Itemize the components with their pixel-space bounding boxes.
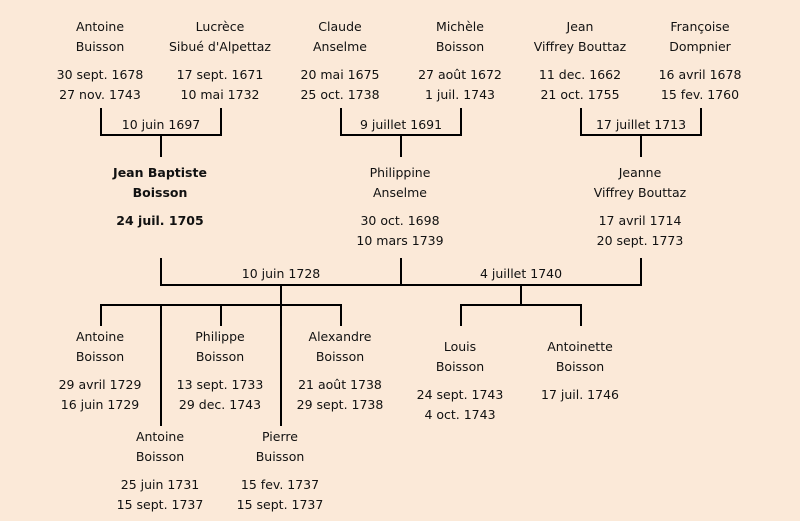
last-name: Viffrey Bouttaz [533,39,627,54]
death-date: 1 juil. 1743 [424,87,496,102]
birth-date: 17 juil. 1746 [541,387,619,402]
birth-date: 29 avril 1729 [58,377,142,392]
birth-date: 30 sept. 1678 [56,67,144,82]
birth-date: 27 août 1672 [418,67,502,82]
birth-date: 20 mai 1675 [300,67,380,82]
last-name: Boisson [315,349,365,364]
first-name: Pierre [262,429,298,444]
first-name: Jeanne [618,165,662,180]
birth-date: 24 sept. 1743 [416,387,504,402]
death-date: 20 sept. 1773 [596,233,684,248]
first-name: Louis [443,339,477,354]
marriage-date: 10 juin 1728 [241,266,321,281]
death-date: 16 juin 1729 [60,397,140,412]
last-name: Boisson [435,359,485,374]
death-date: 29 dec. 1743 [178,397,262,412]
death-date: 21 oct. 1755 [540,87,620,102]
death-date: 15 sept. 1737 [236,497,324,512]
birth-date: 30 oct. 1698 [360,213,440,228]
last-name: Boisson [135,449,185,464]
death-date: 15 fev. 1760 [660,87,740,102]
first-name: Antoine [135,429,185,444]
last-name: Sibué d'Alpettaz [169,39,271,54]
last-name: Dompnier [669,39,731,54]
person-child[interactable]: Alexandre Boisson 21 août 1738 29 sept. … [255,327,425,415]
person-antoine-buisson[interactable]: Antoine Buisson 30 sept. 1678 27 nov. 17… [15,17,185,105]
first-name: Françoise [670,19,730,34]
person-philippine-anselme[interactable]: Philippine Anselme 30 oct. 1698 10 mars … [315,163,485,251]
first-name: Philippe [195,329,245,344]
first-name: Philippine [369,165,431,180]
person-francoise-dompnier[interactable]: Françoise Dompnier 16 avril 1678 15 fev.… [615,17,785,105]
person-child[interactable]: Antoinette Boisson 17 juil. 1746 [495,337,665,405]
birth-date: 21 août 1738 [298,377,382,392]
marriage-date: 17 juillet 1713 [595,117,687,132]
death-date: 10 mars 1739 [356,233,444,248]
first-name: Antoinette [547,339,613,354]
person-child[interactable]: Philippe Boisson 13 sept. 1733 29 dec. 1… [135,327,305,415]
first-name: Antoine [75,19,125,34]
birth-date: 16 avril 1678 [658,67,742,82]
last-name: Boisson [132,185,188,200]
person-lucrece-sibue[interactable]: Lucrèce Sibué d'Alpettaz 17 sept. 1671 1… [135,17,305,105]
person-child[interactable]: Antoine Boisson 29 avril 1729 16 juin 17… [15,327,185,415]
marriage-date: 10 juin 1697 [121,117,201,132]
first-name: Jean Baptiste [113,165,207,180]
person-child[interactable]: Antoine Boisson 25 juin 1731 15 sept. 17… [75,427,245,515]
person-child[interactable]: Louis Boisson 24 sept. 1743 4 oct. 1743 [375,337,545,425]
birth-date: 17 avril 1714 [598,213,682,228]
birth-date: 24 juil. 1705 [116,213,204,228]
last-name: Anselme [372,185,428,200]
first-name: Claude [318,19,362,34]
last-name: Boisson [555,359,605,374]
birth-date: 11 dec. 1662 [538,67,622,82]
first-name: Jean [566,19,594,34]
person-child[interactable]: Pierre Buisson 15 fev. 1737 15 sept. 173… [195,427,365,515]
birth-date: 17 sept. 1671 [176,67,264,82]
marriage-date: 4 juillet 1740 [479,266,563,281]
birth-date: 13 sept. 1733 [176,377,264,392]
person-jean-baptiste-boisson[interactable]: Jean Baptiste Boisson 24 juil. 1705 [75,163,245,231]
death-date: 15 sept. 1737 [116,497,204,512]
death-date: 29 sept. 1738 [296,397,384,412]
person-michele-boisson[interactable]: Michèle Boisson 27 août 1672 1 juil. 174… [375,17,545,105]
death-date: 10 mai 1732 [180,87,260,102]
person-jean-viffrey-bouttaz[interactable]: Jean Viffrey Bouttaz 11 dec. 1662 21 oct… [495,17,665,105]
first-name: Lucrèce [195,19,245,34]
birth-date: 25 juin 1731 [120,477,200,492]
last-name: Boisson [435,39,485,54]
person-jeanne-viffrey-bouttaz[interactable]: Jeanne Viffrey Bouttaz 17 avril 1714 20 … [555,163,725,251]
birth-date: 15 fev. 1737 [240,477,320,492]
first-name: Michèle [436,19,484,34]
marriage-date: 9 juillet 1691 [359,117,443,132]
last-name: Boisson [195,349,245,364]
person-claude-anselme[interactable]: Claude Anselme 20 mai 1675 25 oct. 1738 [255,17,425,105]
last-name: Anselme [312,39,368,54]
death-date: 25 oct. 1738 [300,87,380,102]
last-name: Buisson [75,39,125,54]
last-name: Buisson [255,449,305,464]
first-name: Alexandre [308,329,372,344]
death-date: 27 nov. 1743 [59,87,141,102]
last-name: Viffrey Bouttaz [593,185,687,200]
first-name: Antoine [75,329,125,344]
death-date: 4 oct. 1743 [424,407,496,422]
last-name: Boisson [75,349,125,364]
